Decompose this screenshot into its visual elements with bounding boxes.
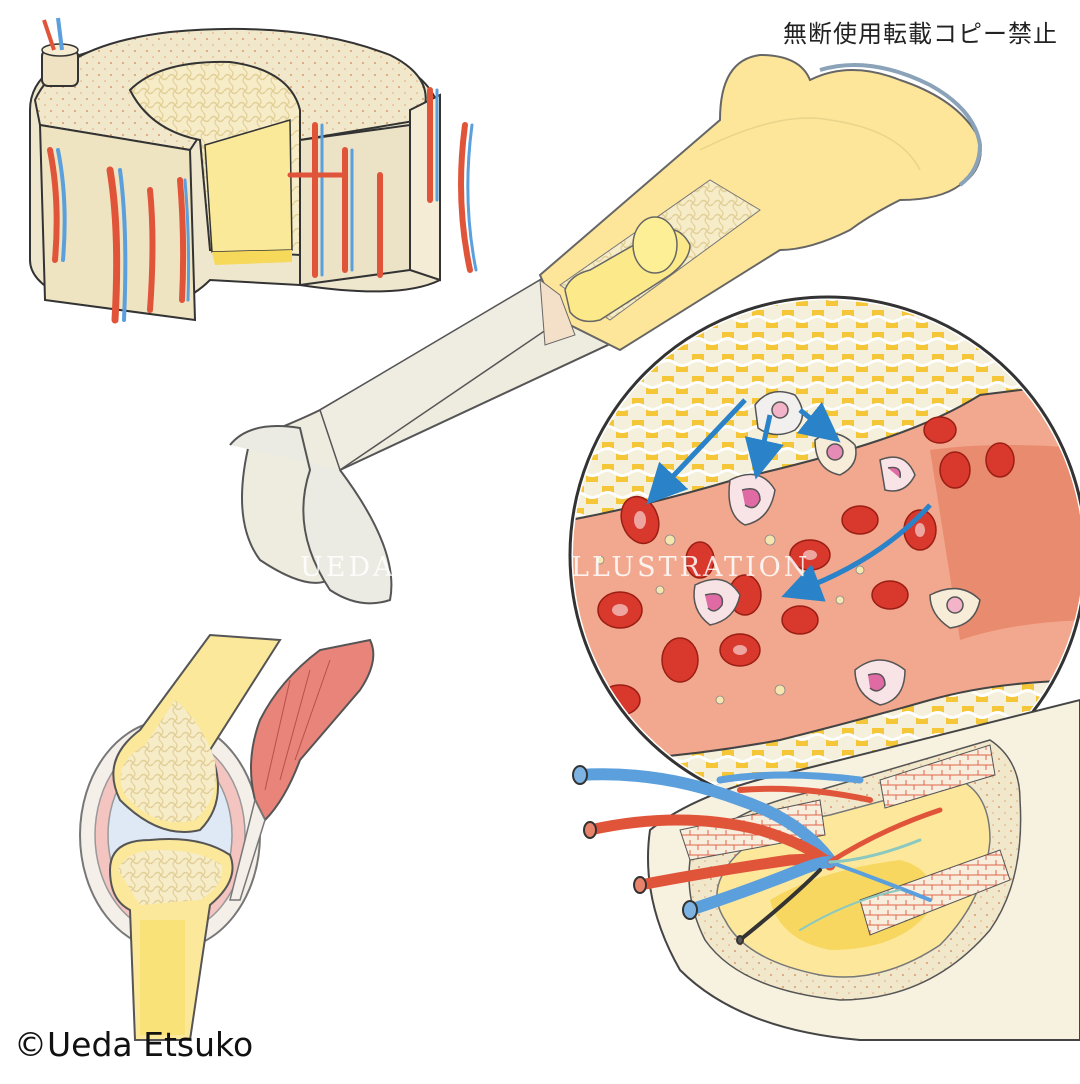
femur-longitudinal-section	[229, 53, 983, 605]
watermark: UEDA ETSUKO ILLUSTRATION	[300, 552, 811, 583]
artist-credit: ©Ueda Etsuko	[14, 1025, 254, 1064]
bone-marrow-magnified	[568, 295, 1080, 851]
bone-shaft-vessels	[572, 698, 1080, 1041]
bone-cross-section	[29, 17, 478, 324]
synovial-joint	[79, 633, 375, 1041]
copy-prohibited-notice: 無断使用転載コピー禁止	[783, 20, 1058, 48]
